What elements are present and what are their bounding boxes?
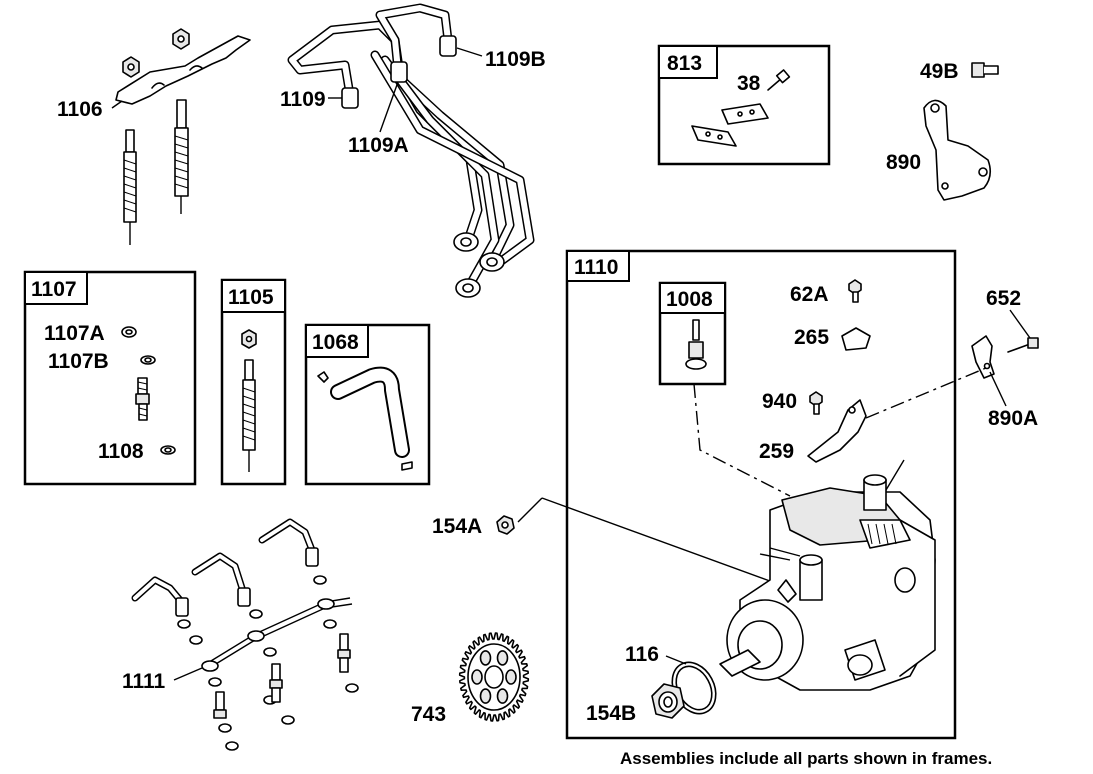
frame-1107-label: 1107 <box>31 278 77 301</box>
leader-1106 <box>111 100 123 109</box>
leader-1111 <box>173 667 203 681</box>
label-652: 652 <box>986 287 1021 310</box>
leader-890A <box>989 371 1007 407</box>
gear-hole <box>496 688 509 704</box>
frame-1008-label: 1008 <box>666 288 713 311</box>
label-1108: 1108 <box>98 440 144 463</box>
frame-813-label: 813 <box>667 52 702 75</box>
frame-813-tag <box>658 45 718 79</box>
label-890: 890 <box>886 151 921 174</box>
part-265-bracket <box>841 327 871 351</box>
leader-1109B <box>456 47 483 57</box>
label-49B: 49B <box>920 60 959 83</box>
frame-1105-label: 1105 <box>228 286 274 309</box>
leader-154A <box>517 497 543 523</box>
part-1106-glow-plug-left <box>123 129 137 245</box>
part-1068-hose <box>317 366 413 471</box>
gear-hub <box>484 665 504 689</box>
label-154A: 154A <box>432 515 482 538</box>
label-38: 38 <box>737 72 761 95</box>
frame-1110-label: 1110 <box>574 256 618 279</box>
label-1107A: 1107A <box>44 322 105 345</box>
part-743-gear <box>458 632 530 722</box>
label-62A: 62A <box>790 283 829 306</box>
label-743: 743 <box>411 703 446 726</box>
part-49B-bolt <box>971 62 999 78</box>
label-1109A: 1109A <box>348 134 409 157</box>
part-652-bolt <box>1007 337 1039 353</box>
label-1107B: 1107B <box>48 350 109 373</box>
part-940-bolt <box>809 391 823 415</box>
frames-note: Assemblies include all parts shown in fr… <box>620 749 992 768</box>
frame-1110-tag <box>566 250 630 282</box>
frame-1107 <box>23 270 197 486</box>
part-1107-stud <box>135 377 150 421</box>
part-890-bracket <box>923 99 992 201</box>
part-1105-glow-plug <box>241 329 257 472</box>
label-265: 265 <box>794 326 829 349</box>
frame-1008-tag <box>659 282 726 314</box>
label-1109: 1109 <box>280 88 326 111</box>
label-259: 259 <box>759 440 794 463</box>
frame-813 <box>657 44 831 166</box>
part-1106-bracket-plate <box>115 28 251 105</box>
part-62A-bolt <box>848 279 862 303</box>
part-1108-washer <box>160 445 176 455</box>
part-1109-injection-pipes <box>287 3 535 298</box>
part-1008-valve <box>685 319 707 370</box>
label-1111: 1111 <box>122 670 166 693</box>
frame-1068-label: 1068 <box>312 331 359 354</box>
label-1109B: 1109B <box>485 48 546 71</box>
leader-1109A <box>379 81 399 133</box>
part-259-lever <box>807 399 867 463</box>
gear-hole <box>479 688 492 704</box>
part-1111-return-lines <box>131 518 359 751</box>
dash-line-1008 <box>693 383 791 497</box>
part-154A-nut <box>496 515 515 535</box>
gear-hole <box>479 650 492 666</box>
leader-116 <box>665 655 687 665</box>
gear-hole <box>471 669 483 685</box>
part-890A-bracket <box>971 335 995 379</box>
frame-1068-tag <box>305 324 369 358</box>
part-813-clips <box>691 103 769 147</box>
part-154B-nut <box>651 683 685 719</box>
frame-1105-tag <box>221 279 286 313</box>
frame-1110 <box>565 249 957 740</box>
label-154B: 154B <box>586 702 636 725</box>
dash-line-890A <box>865 367 987 419</box>
part-1110-injection-pump <box>719 459 936 691</box>
gear-hole <box>496 650 509 666</box>
label-116: 116 <box>625 643 659 666</box>
frame-1107-tag <box>24 271 88 305</box>
part-38-screw <box>767 69 791 91</box>
part-1107B-washer <box>140 355 156 365</box>
label-890A: 890A <box>988 407 1038 430</box>
label-1106: 1106 <box>57 98 103 121</box>
gear-hole <box>505 669 517 685</box>
leader-652 <box>1009 309 1031 339</box>
label-940: 940 <box>762 390 797 413</box>
leader-154A-b <box>541 497 779 585</box>
part-1107A-washer <box>121 326 137 338</box>
part-1106-glow-plug-right <box>174 99 189 214</box>
